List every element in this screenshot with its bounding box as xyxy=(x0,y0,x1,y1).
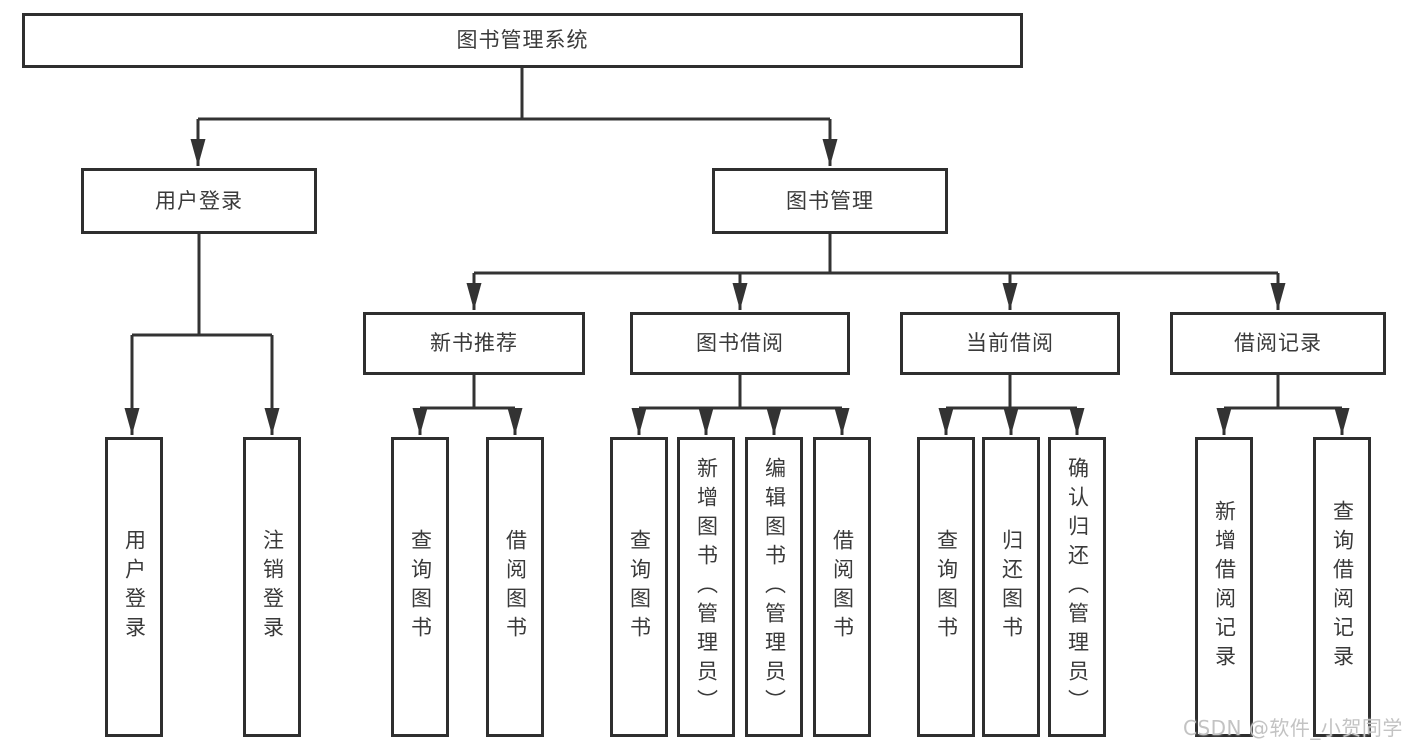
leaf-query-books-borrow: 查询图书 xyxy=(610,437,668,737)
leaf-logout: 注销登录 xyxy=(243,437,301,737)
node-root: 图书管理系统 xyxy=(22,13,1023,68)
leaf-query-books-current: 查询图书 xyxy=(917,437,975,737)
leaf-edit-book-admin: 编辑图书（管理员） xyxy=(745,437,803,737)
leaf-borrow-books-recommend: 借阅图书 xyxy=(486,437,544,737)
node-new-book-recommend: 新书推荐 xyxy=(363,312,585,375)
node-borrow-records: 借阅记录 xyxy=(1170,312,1386,375)
leaf-query-borrow-record: 查询借阅记录 xyxy=(1313,437,1371,737)
leaf-add-borrow-record: 新增借阅记录 xyxy=(1195,437,1253,737)
leaf-query-books-recommend: 查询图书 xyxy=(391,437,449,737)
node-current-borrow: 当前借阅 xyxy=(900,312,1120,375)
node-book-management-branch: 图书管理 xyxy=(712,168,948,234)
leaf-return-book: 归还图书 xyxy=(982,437,1040,737)
leaf-confirm-return-admin: 确认归还（管理员） xyxy=(1048,437,1106,737)
node-user-login-branch: 用户登录 xyxy=(81,168,317,234)
leaf-borrow-books-borrow: 借阅图书 xyxy=(813,437,871,737)
leaf-user-login: 用户登录 xyxy=(105,437,163,737)
node-book-borrow: 图书借阅 xyxy=(630,312,850,375)
leaf-add-book-admin: 新增图书（管理员） xyxy=(677,437,735,737)
